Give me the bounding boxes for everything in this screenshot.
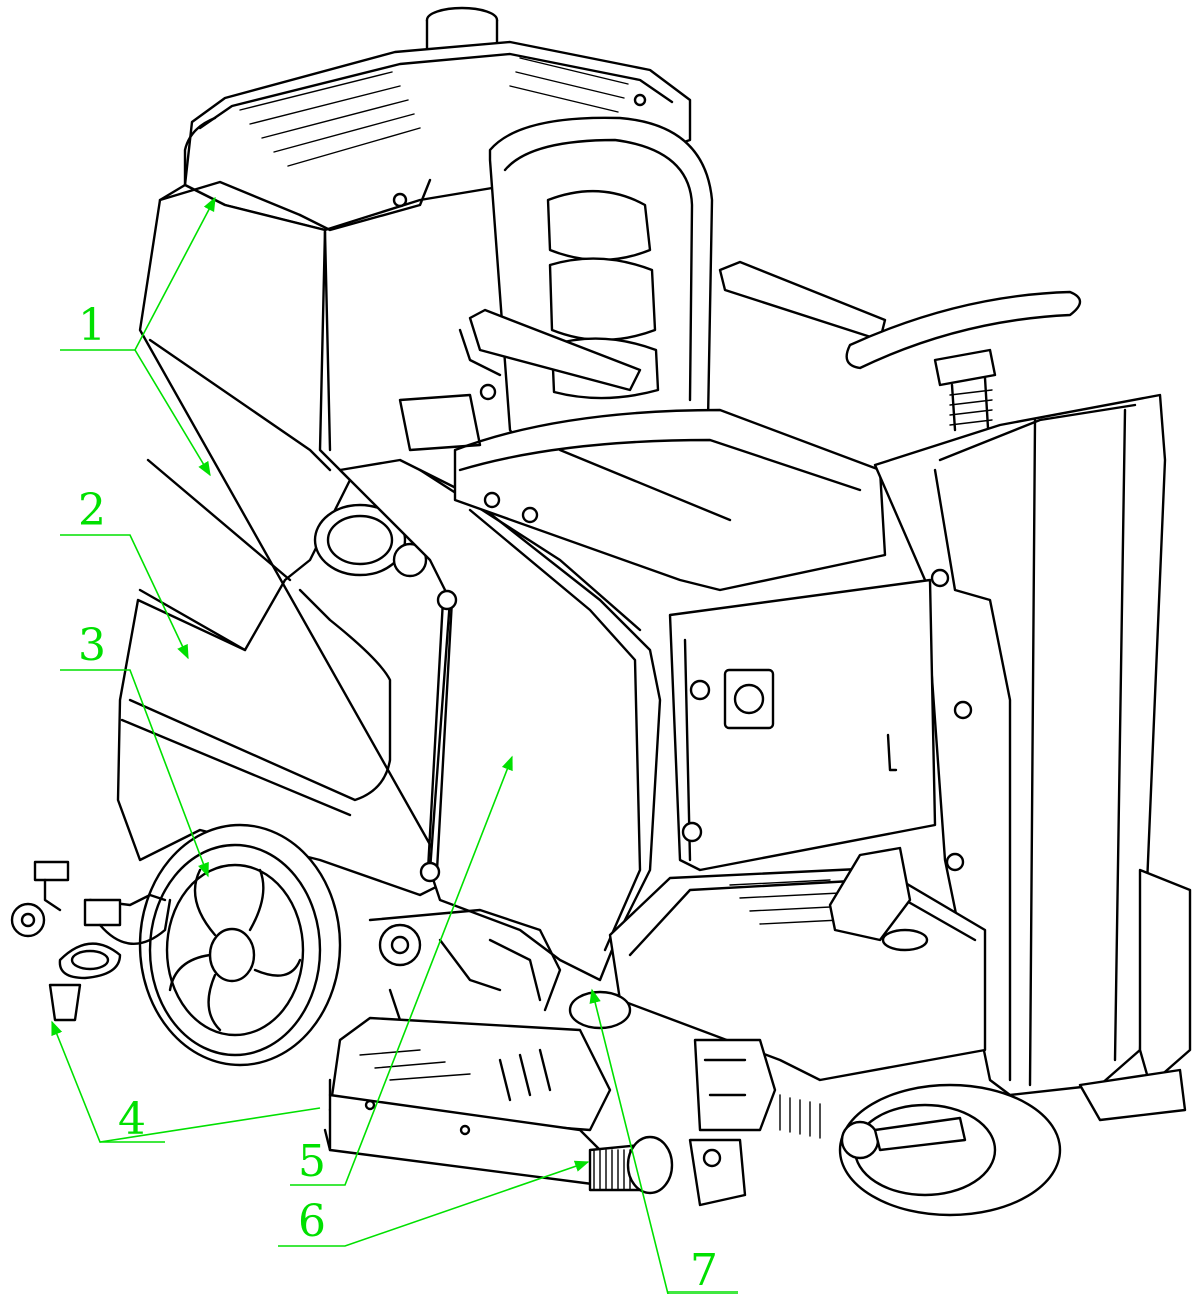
rear-wheel-left [138,823,342,1067]
footrest-deck [608,846,987,1082]
brush-deck [323,1016,612,1187]
filler-cap [313,503,428,578]
front-wheel-right [838,1083,1062,1217]
callout-labels: 1 2 3 4 5 6 7 [78,300,718,1294]
right-housing [668,578,937,872]
callout-label-7: 7 [690,1245,718,1294]
leader-7 [589,988,738,1294]
callout-label-5: 5 [298,1136,326,1187]
callout-label-3: 3 [78,620,106,671]
callout-label-2: 2 [78,485,106,536]
leader-6 [278,1160,590,1247]
leader-5 [290,755,513,1186]
side-brush [588,1038,821,1207]
gas-strut [419,589,458,883]
top-cover [183,40,692,232]
leader-3 [60,669,209,878]
callout-leaders [51,196,738,1294]
callout-label-6: 6 [298,1196,326,1247]
drive-mechanics [368,908,632,1030]
rear-deck-right [1078,868,1192,1122]
callout-label-4: 4 [118,1094,146,1145]
operator-seat [398,116,887,592]
leader-2 [60,534,189,660]
caster-assembly [10,860,172,1022]
leader-1b [134,349,211,477]
machine-illustration [10,6,1192,1217]
solution-tank-panel [338,458,662,982]
steering-wheel [845,290,1082,432]
callout-label-1: 1 [78,300,106,351]
